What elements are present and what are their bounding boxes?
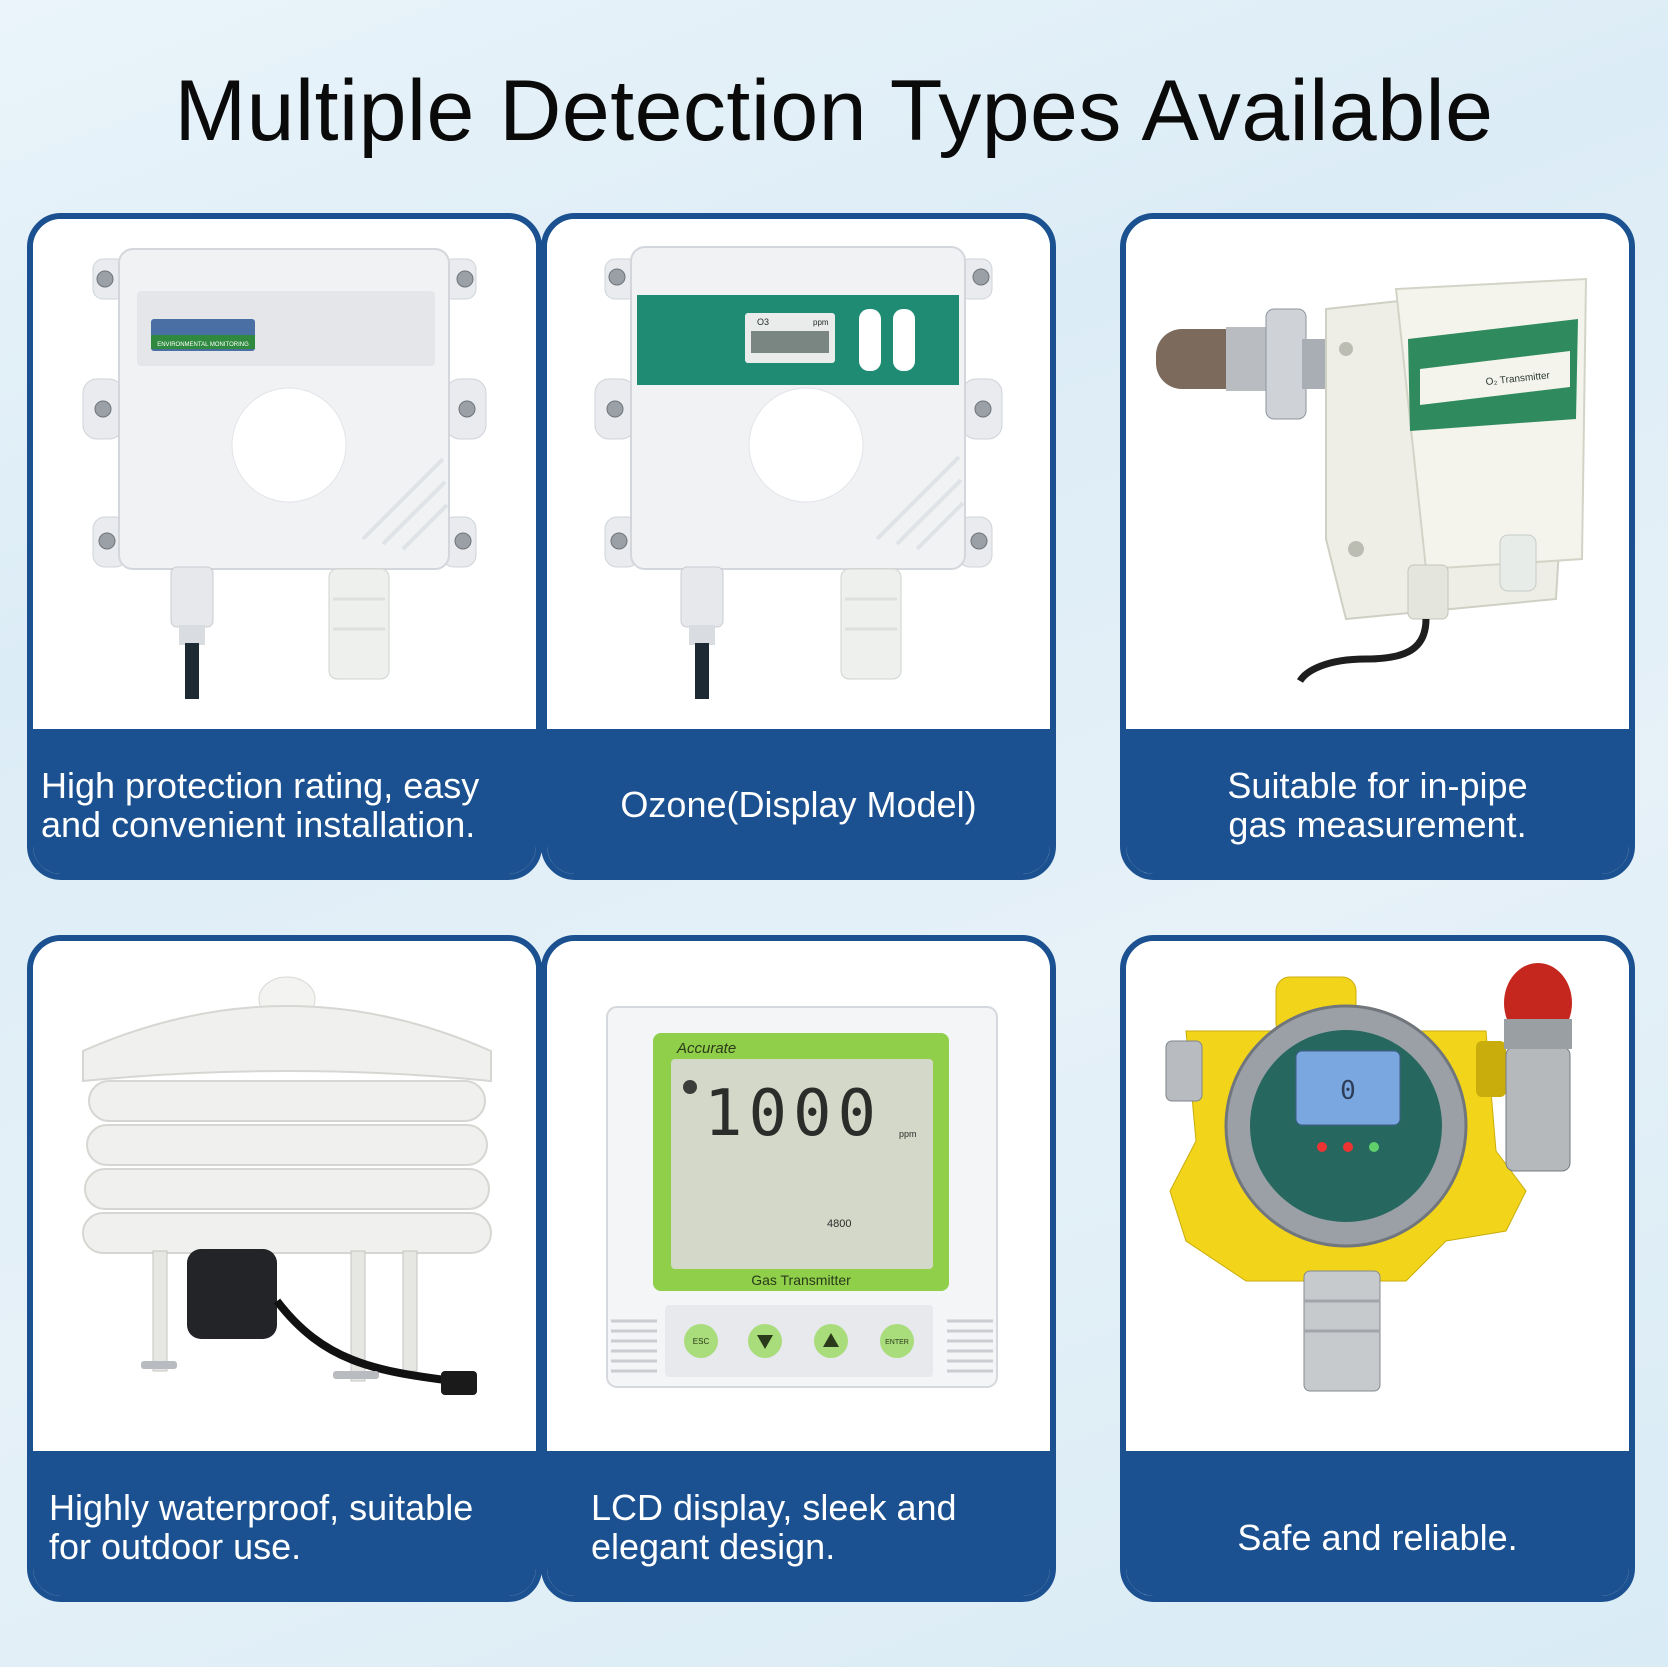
product-card-radiation-shield: Highly waterproof, suitable for outdoor … [27,935,542,1602]
card-caption: Suitable for in-pipe gas measurement. [1126,729,1629,874]
label-text: ENVIRONMENTAL MONITORING [157,342,249,348]
esc-button-label: ESC [693,1337,710,1346]
card-caption: Safe and reliable. [1126,1451,1629,1596]
lcd-gas-transmitter-image: Accurate 1000 ppm 4800 Gas Transmitter E… [547,941,1050,1451]
detector-display-value: 0 [1340,1076,1356,1106]
down-arrow-icon [757,1335,773,1349]
card-caption: High protection rating, easy and conveni… [33,729,536,874]
card-caption: Highly waterproof, suitable for outdoor … [33,1451,536,1596]
up-arrow-icon [823,1333,839,1347]
caption-text: High protection rating, easy and conveni… [41,764,480,845]
explosion-proof-gas-detector-image: 0 [1126,941,1629,1451]
card-caption: LCD display, sleek and elegant design. [547,1451,1050,1596]
lcd-unit: ppm [899,1129,917,1139]
caption-text: Safe and reliable. [1237,1517,1518,1558]
enter-button-label: ENTER [885,1339,909,1346]
caption-text: Suitable for in-pipe gas measurement. [1227,764,1528,845]
card-caption: Ozone(Display Model) [547,729,1050,874]
wall-mount-sensor-image: ENVIRONMENTAL MONITORING [33,219,536,729]
ozone-display-sensor-image: O3 ppm [547,219,1050,729]
brand-label: Accurate [676,1040,736,1057]
display-label: O3 [757,317,769,327]
page-title: Multiple Detection Types Available [174,63,1494,159]
caption-text: Ozone(Display Model) [620,784,977,825]
caption-text: Highly waterproof, suitable for outdoor … [49,1486,474,1567]
pipe-gas-transmitter-image: O₂ Transmitter [1126,219,1629,729]
product-card-pipe-transmitter: O₂ Transmitter Suitable for in-pipe gas … [1120,213,1635,880]
device-name: Gas Transmitter [751,1272,851,1288]
display-unit: ppm [813,318,829,327]
lcd-secondary-reading: 4800 [827,1218,851,1230]
product-card-explosion-proof: 0 Safe and reliable. [1120,935,1635,1602]
louvered-radiation-shield-image [33,941,536,1451]
caption-text: LCD display, sleek and elegant design. [591,1486,957,1567]
product-card-ozone-display: O3 ppm Ozone(Display Mode [541,213,1056,880]
product-card-lcd-transmitter: Accurate 1000 ppm 4800 Gas Transmitter E… [541,935,1056,1602]
product-card-wall-sensor: ENVIRONMENTAL MONITORING [27,213,542,880]
lcd-reading: 1000 [704,1077,882,1151]
